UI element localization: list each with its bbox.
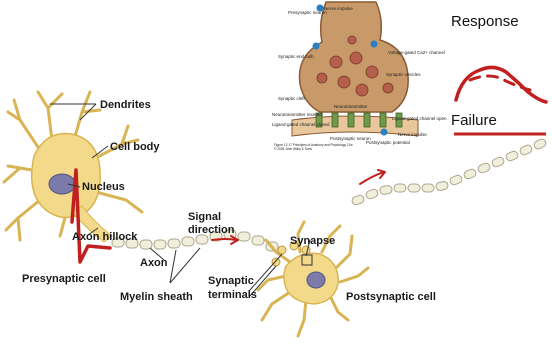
label-dendrites: Dendrites [100, 99, 151, 111]
response-failure-annotation: Response Failure [451, 13, 546, 134]
label-presynaptic-cell: Presynaptic cell [22, 273, 106, 285]
inset-label-presynaptic-neuron: Presynaptic neuron [288, 10, 327, 15]
inset-label-neurotransmitter: Neurotransmitter [334, 104, 368, 109]
inset-copyright: © 2006 John Wiley & Sons [274, 147, 312, 151]
inset-label-nt-receptor: Neurotransmitter receptor [272, 112, 324, 117]
inset-label-synaptic-end-bulb: Synaptic end bulb [278, 54, 314, 59]
synapse-inset: Presynaptic neuron Nerve impulse Synapti… [272, 0, 447, 151]
signal-direction-arrow [212, 239, 236, 240]
label-nucleus: Nucleus [82, 181, 125, 193]
label-direction: direction [188, 224, 235, 236]
label-axon: Axon [140, 257, 168, 269]
response-label: Response [451, 13, 519, 30]
label-axon-hillock: Axon hillock [72, 231, 138, 243]
label-postsynaptic-cell: Postsynaptic cell [346, 291, 436, 303]
label-synaptic: Synaptic [208, 275, 254, 287]
inset-label-postsynaptic-potential: Postsynaptic potential [366, 140, 410, 145]
failure-label: Failure [451, 112, 497, 129]
inset-label-ligand-open: Ligand-gated channel open [392, 116, 447, 121]
label-signal: Signal [188, 211, 221, 223]
inset-label-nerve-impulse-top: Nerve impulse [324, 6, 353, 11]
inset-label-nerve-impulse-bottom: Nerve impulse [398, 132, 427, 137]
label-terminals: terminals [208, 289, 257, 301]
inset-label-synaptic-cleft: Synaptic cleft [278, 96, 306, 101]
inset-label-synaptic-vesicles: Synaptic vesicles [386, 72, 421, 77]
response-curve [456, 67, 546, 102]
postsynaptic-nucleus [307, 272, 325, 288]
inset-label-voltage-gated-channel: Voltage-gated Ca2+ channel [388, 50, 445, 55]
label-cell-body: Cell body [110, 141, 160, 153]
label-synapse: Synapse [290, 235, 335, 247]
inset-label-ligand-closed: Ligand-gated channel closed [272, 122, 330, 127]
label-myelin-sheath: Myelin sheath [120, 291, 193, 303]
presynaptic-nucleus [49, 174, 75, 194]
